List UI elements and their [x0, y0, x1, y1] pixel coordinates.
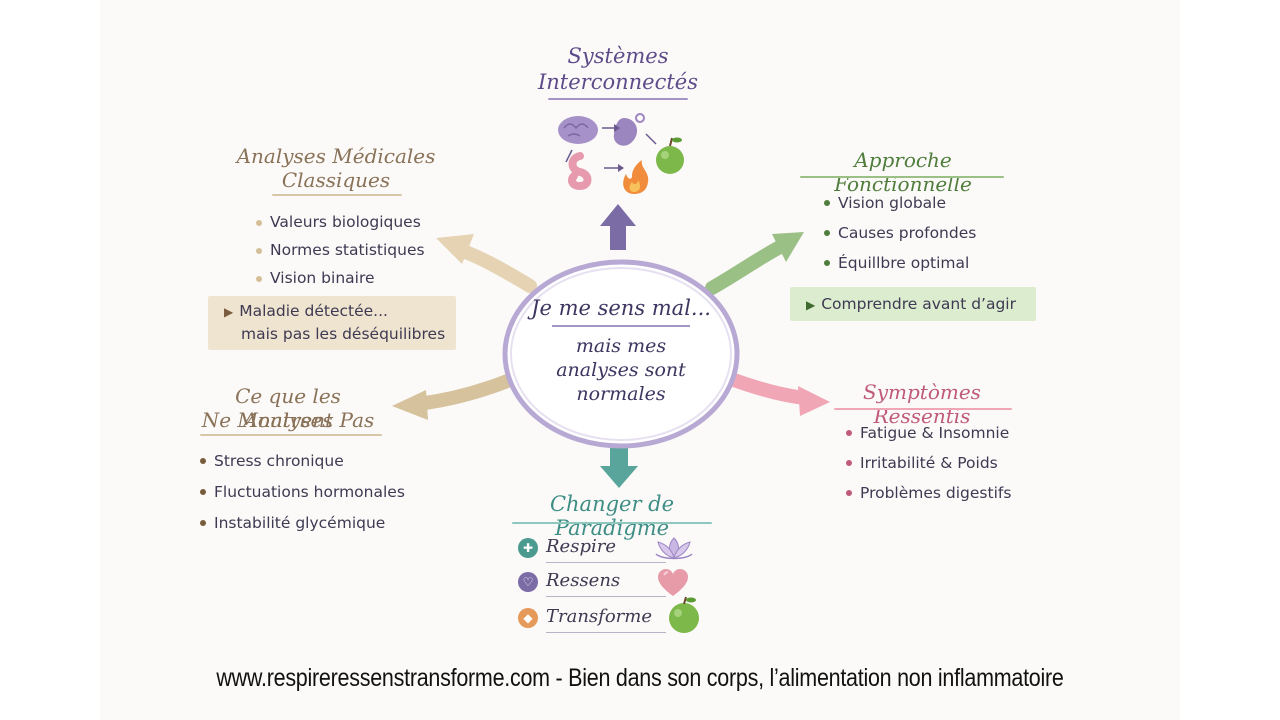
arrow-right [727, 373, 830, 416]
list-item: Instabilité glycémique [200, 508, 405, 539]
analyses-callout: ▶ Maladie détectée... mais pas les déséqu… [224, 300, 445, 345]
apple-icon [656, 137, 684, 174]
divider [546, 562, 666, 563]
approche-callout-box [790, 287, 1036, 321]
heart-outline-icon: ♡ [518, 572, 538, 592]
paradigme-label: Ressens [546, 570, 621, 591]
triangle-icon: ▶ [806, 298, 816, 312]
list-item: Irritabilité & Poids [846, 448, 1011, 478]
paradigme-underline [512, 522, 712, 524]
arrow-left [392, 373, 517, 420]
list-item: Valeurs biologiques [256, 208, 425, 236]
center-line-1: Je me sens mal... [531, 296, 711, 320]
brain-icon [558, 116, 598, 144]
systemes-illustration [558, 113, 684, 194]
symptomes-underline [834, 408, 1012, 410]
nemontrent-list: Stress chronique Fluctuations hormonales… [200, 446, 405, 539]
analyses-callout-box [208, 296, 456, 350]
center-line-2: mais mes [575, 335, 667, 357]
center-line-4: normales [576, 383, 666, 405]
analyses-underline [272, 194, 402, 196]
list-item: Problèmes digestifs [846, 478, 1011, 508]
analyses-title-2: Classiques [281, 168, 391, 192]
approche-underline [800, 176, 1004, 178]
arrow-down [600, 446, 638, 488]
list-item: Vision globale [824, 188, 976, 218]
nemontrent-underline [200, 434, 382, 436]
list-item: Vision binaire [256, 264, 425, 292]
callout-line-1: Maladie détectée... [239, 302, 388, 320]
heart-icon [658, 569, 688, 596]
diamond-icon: ◆ [518, 608, 538, 628]
systemes-underline [548, 98, 688, 100]
analyses-title-1: Analyses Médicales [236, 144, 436, 168]
callout-line-2: mais pas les déséquilibres [241, 325, 446, 343]
flame-icon [623, 160, 649, 194]
lotus-icon [655, 537, 693, 560]
symptomes-list: Fatigue & Insomnie Irritabilité & Poids … [846, 418, 1011, 508]
apple-icon [669, 596, 699, 633]
organ-icon [613, 113, 645, 146]
list-item: Normes statistiques [256, 236, 425, 264]
list-item: Fatigue & Insomnie [846, 418, 1011, 448]
center-bubble [502, 259, 740, 449]
approche-list: Vision globale Causes profondes Équillbr… [824, 188, 976, 278]
arrow-up [600, 204, 636, 250]
triangle-icon: ▶ [224, 305, 234, 319]
systemes-title-2: Interconnectés [537, 70, 698, 94]
footer-caption: www.respireressenstransforme.com - Bien … [216, 664, 1064, 692]
nemontrent-title-2: Ne Montrent Pas [201, 408, 375, 432]
nemontrent-title-1: Ce que les Analyses [235, 384, 341, 432]
list-item: Stress chronique [200, 446, 405, 477]
arrow-up-right [705, 232, 804, 295]
approche-callout: ▶ Comprendre avant d’agir [806, 293, 1016, 316]
analyses-list: Valeurs biologiques Normes statistiques … [256, 208, 425, 292]
callout-text: Comprendre avant d’agir [821, 295, 1016, 313]
list-item: Causes profondes [824, 218, 976, 248]
systemes-title-1: Systèmes [567, 44, 669, 68]
paradigme-label: Respire [546, 536, 616, 557]
paradigme-title: Changer de Paradigme [549, 492, 675, 540]
divider [546, 632, 666, 633]
paradigme-label: Transforme [546, 606, 652, 627]
list-item: Équillbre optimal [824, 248, 976, 278]
list-item: Fluctuations hormonales [200, 477, 405, 508]
plus-icon: ✚ [518, 538, 538, 558]
divider [546, 596, 666, 597]
arrow-up-left [436, 234, 537, 293]
center-line-3: analyses sont [556, 359, 686, 381]
intestine-icon [568, 152, 592, 191]
